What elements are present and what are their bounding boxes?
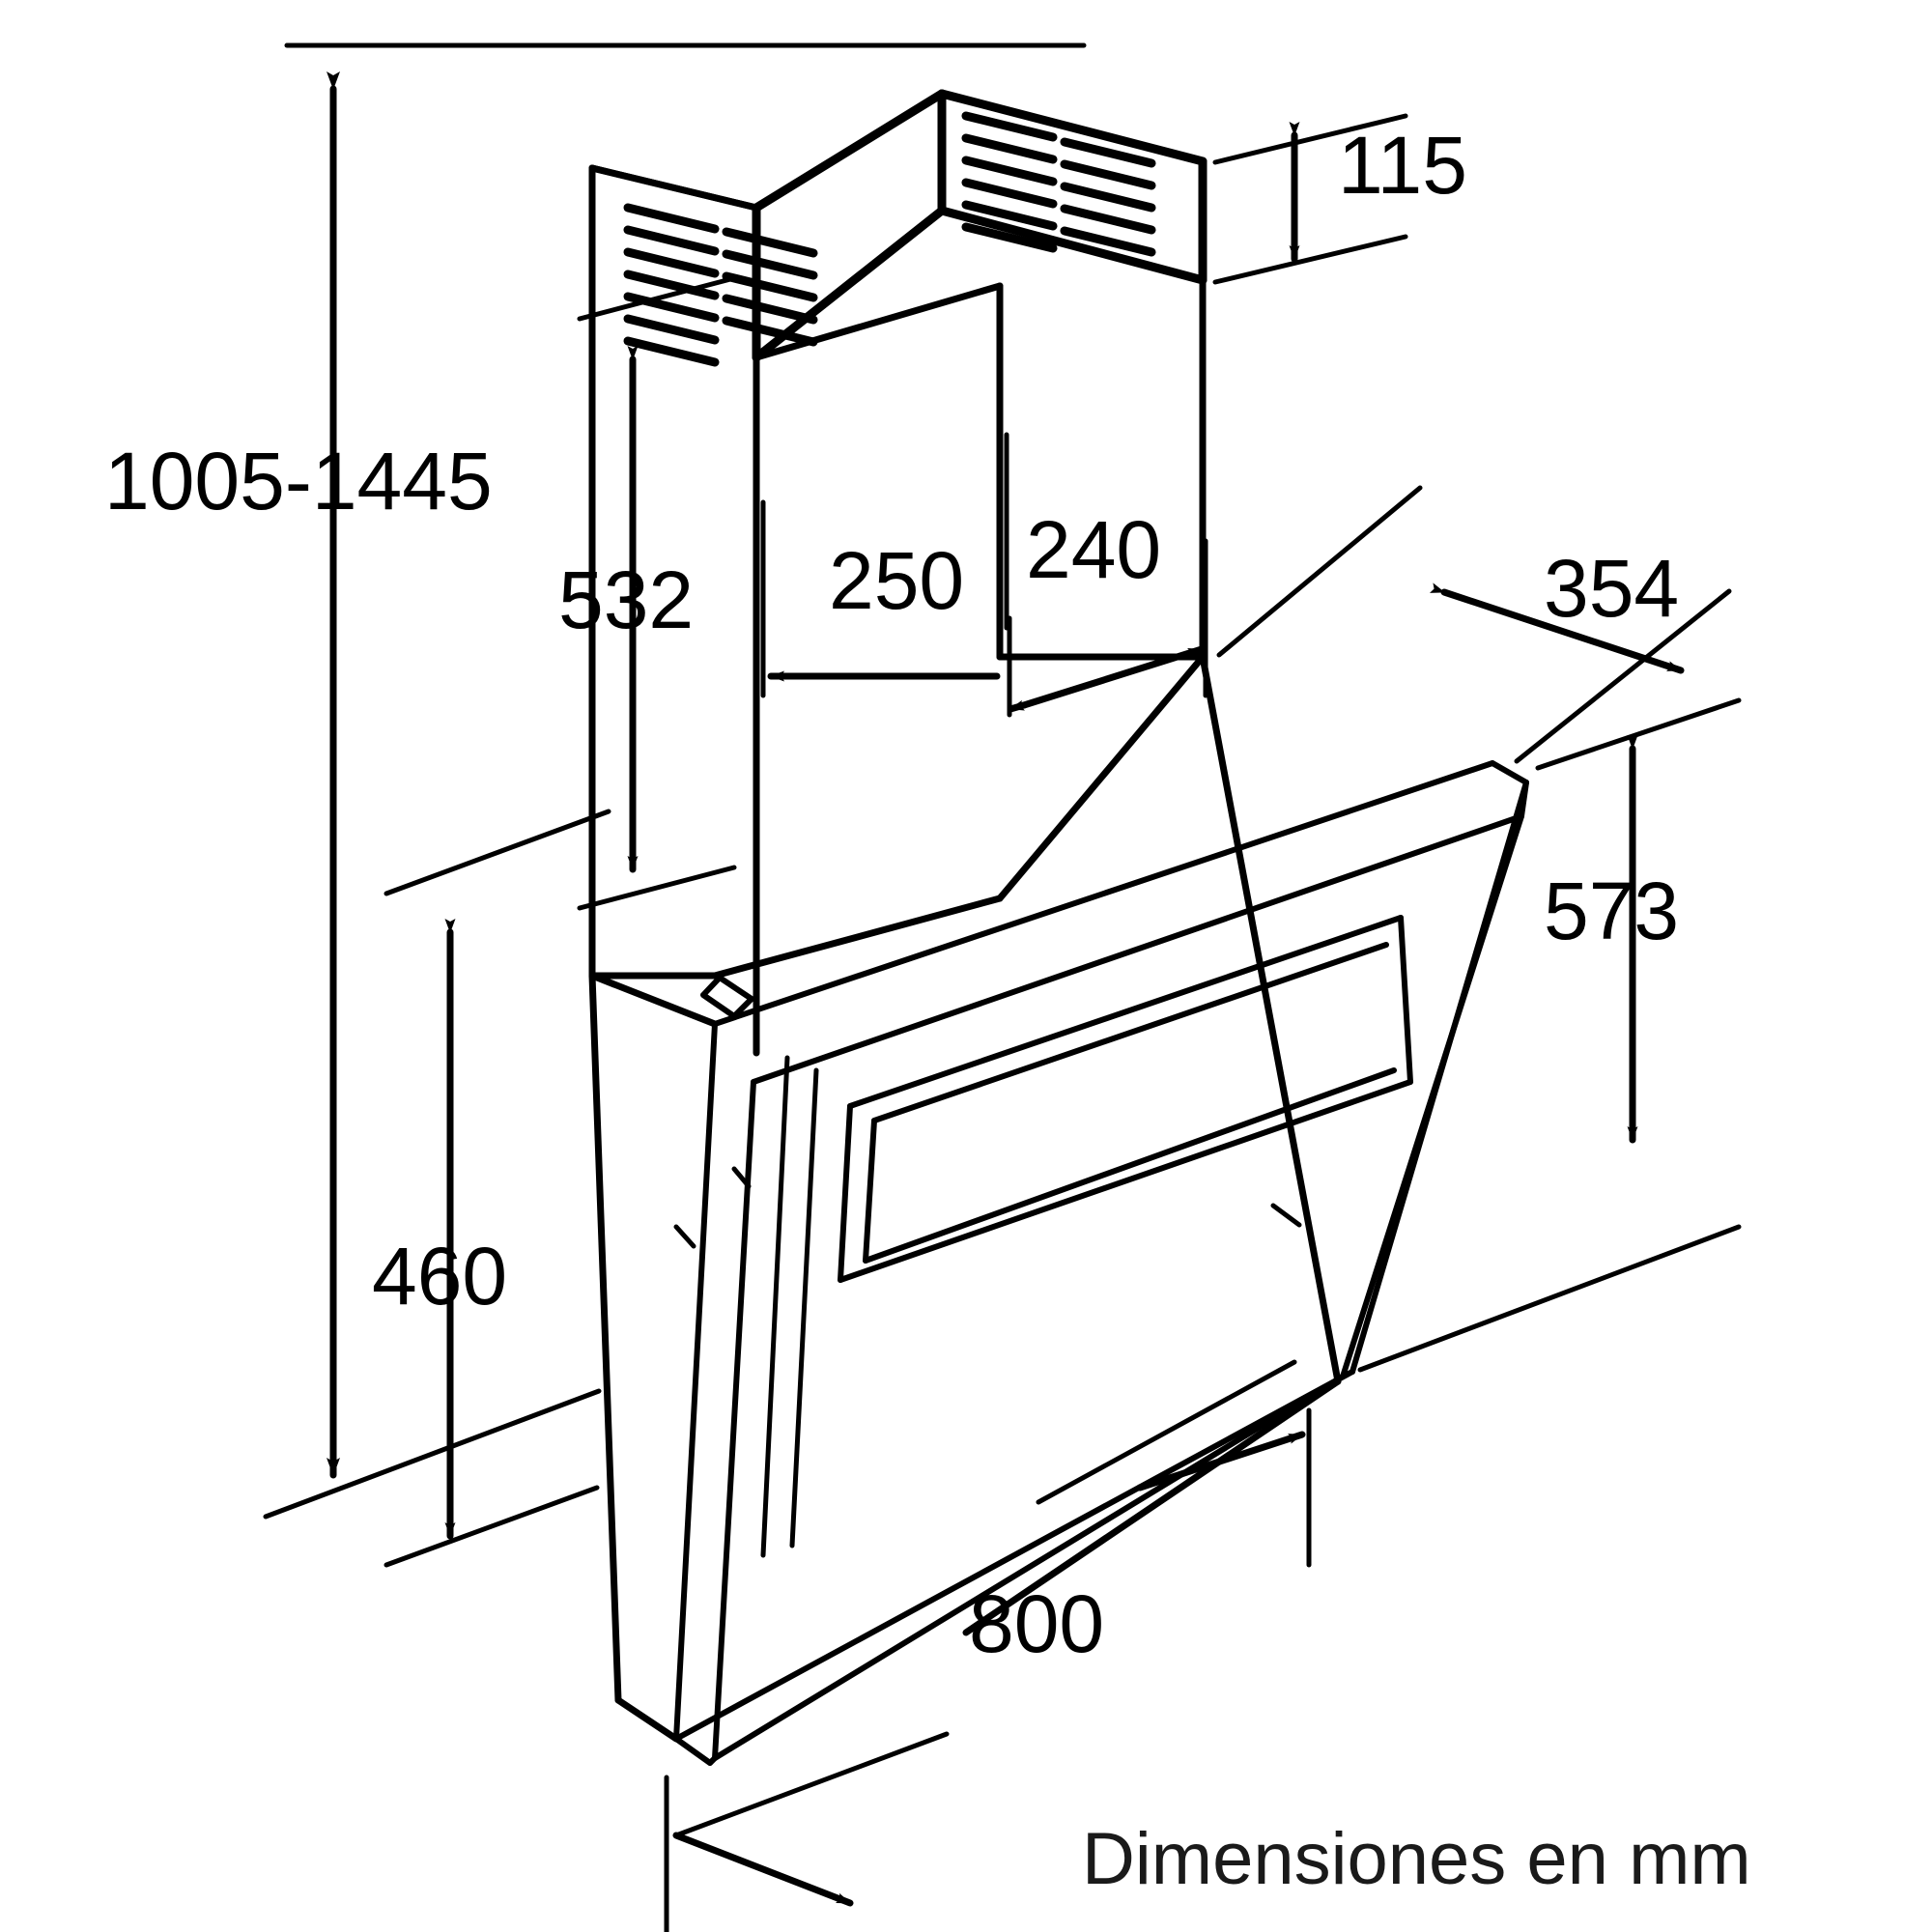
- hood-geometry: [588, 89, 1529, 1766]
- chimney-body: [588, 164, 1207, 1057]
- ext-354-right: [1514, 588, 1732, 764]
- dim-chimney-height: [577, 275, 737, 911]
- ext-460-top: [384, 809, 611, 896]
- dimension-labels: 1005-1445 115 532 250 240 354 573 460 80…: [104, 120, 1679, 1669]
- body-top-left-slope: [588, 972, 719, 1028]
- ext-573-bottom: [1357, 1224, 1742, 1373]
- chimney-upper-rear-top: [937, 89, 1208, 166]
- body-top-back-edge: [711, 895, 1004, 980]
- recess-top-inner: [871, 942, 1389, 1123]
- handle-recess: [838, 915, 1413, 1283]
- ext-532-top: [577, 275, 737, 322]
- ext-total-lower: [263, 1388, 602, 1520]
- label-hood-depth: 354: [1544, 543, 1679, 634]
- label-body-height: 460: [372, 1231, 507, 1321]
- glass-right-edge-outer: [1350, 780, 1529, 1375]
- glass-left-outer-edge: [673, 1021, 718, 1742]
- glass-top-inner-edge: [751, 813, 1524, 1085]
- label-chimney-height: 532: [558, 554, 694, 645]
- recess-left-edge: [838, 1103, 853, 1283]
- label-hood-width: 800: [969, 1578, 1104, 1669]
- panel-fold-lines: [673, 1055, 1302, 1558]
- dim-body-height: [384, 809, 611, 1568]
- ext-800-guide: [1036, 1359, 1297, 1505]
- ext-460-bottom: [384, 1485, 600, 1568]
- dim-line-354: [1429, 582, 1685, 674]
- chimney-upper-rear-bottom: [937, 206, 1208, 285]
- recess-right-edge: [1398, 915, 1413, 1085]
- body-bottom-left-edge: [614, 1696, 680, 1743]
- dim-chimney-width: [760, 432, 1009, 698]
- chimney-side-top-edge: [753, 282, 1004, 361]
- body-back-left-edge: [588, 972, 622, 1704]
- dim-chimney-depth: [1007, 538, 1208, 718]
- dim-chimney-top: [1212, 113, 1408, 285]
- ext-354-left: [1216, 485, 1423, 658]
- junction-notch: [700, 975, 754, 1019]
- dim-front-height: [1357, 697, 1742, 1373]
- dim-line-800-left: [672, 1832, 854, 1907]
- dim-hood-depth: [1216, 485, 1732, 764]
- ext-115-top: [1212, 113, 1408, 165]
- vent-grille-right: [961, 111, 1156, 257]
- dim-line-240-left-tick: [1007, 699, 1028, 713]
- glass-top-edge: [712, 760, 1495, 1027]
- recess-top-edge: [847, 915, 1404, 1109]
- hood-body: [588, 653, 1342, 1743]
- units-caption: Dimensiones en mm: [1082, 1818, 1751, 1900]
- dimension-annotations: [263, 43, 1742, 1932]
- ext-800-left-guide: [673, 1731, 950, 1838]
- body-bottom-right-edge: [962, 1378, 1342, 1636]
- dim-hood-width: [664, 1359, 1312, 1932]
- chimney-top-edge-dup: [588, 164, 760, 212]
- label-total-height: 1005-1445: [104, 436, 493, 526]
- label-chimney-width: 250: [829, 535, 964, 626]
- glass-front-panel: [673, 760, 1529, 1766]
- dim-line-800-right: [1136, 1431, 1306, 1492]
- ext-573-top: [1535, 697, 1742, 771]
- dim-total-height: [263, 43, 1087, 1520]
- glass-bottom-left-cap: [673, 1736, 713, 1766]
- body-right-rear-edge: [1199, 653, 1342, 1385]
- ext-115-bottom: [1212, 234, 1408, 285]
- label-front-height: 573: [1544, 866, 1679, 956]
- recess-left-inner: [863, 1118, 877, 1264]
- recess-bottom-edge: [838, 1079, 1413, 1283]
- recess-bottom-inner: [863, 1067, 1397, 1264]
- body-top-right-edge: [996, 653, 1207, 902]
- label-chimney-depth: 240: [1026, 504, 1161, 595]
- ext-532-bottom: [577, 865, 737, 911]
- chimney-upper-front-slope: [752, 89, 947, 213]
- glass-bottom-inner-edge: [712, 1374, 1346, 1761]
- label-chimney-top: 115: [1338, 120, 1467, 211]
- glass-bottom-outer-edge: [673, 1369, 1355, 1742]
- glass-top-right-cap: [1490, 760, 1529, 785]
- glass-left-inner-edge: [712, 1079, 756, 1761]
- dim-line-240: [1020, 645, 1206, 709]
